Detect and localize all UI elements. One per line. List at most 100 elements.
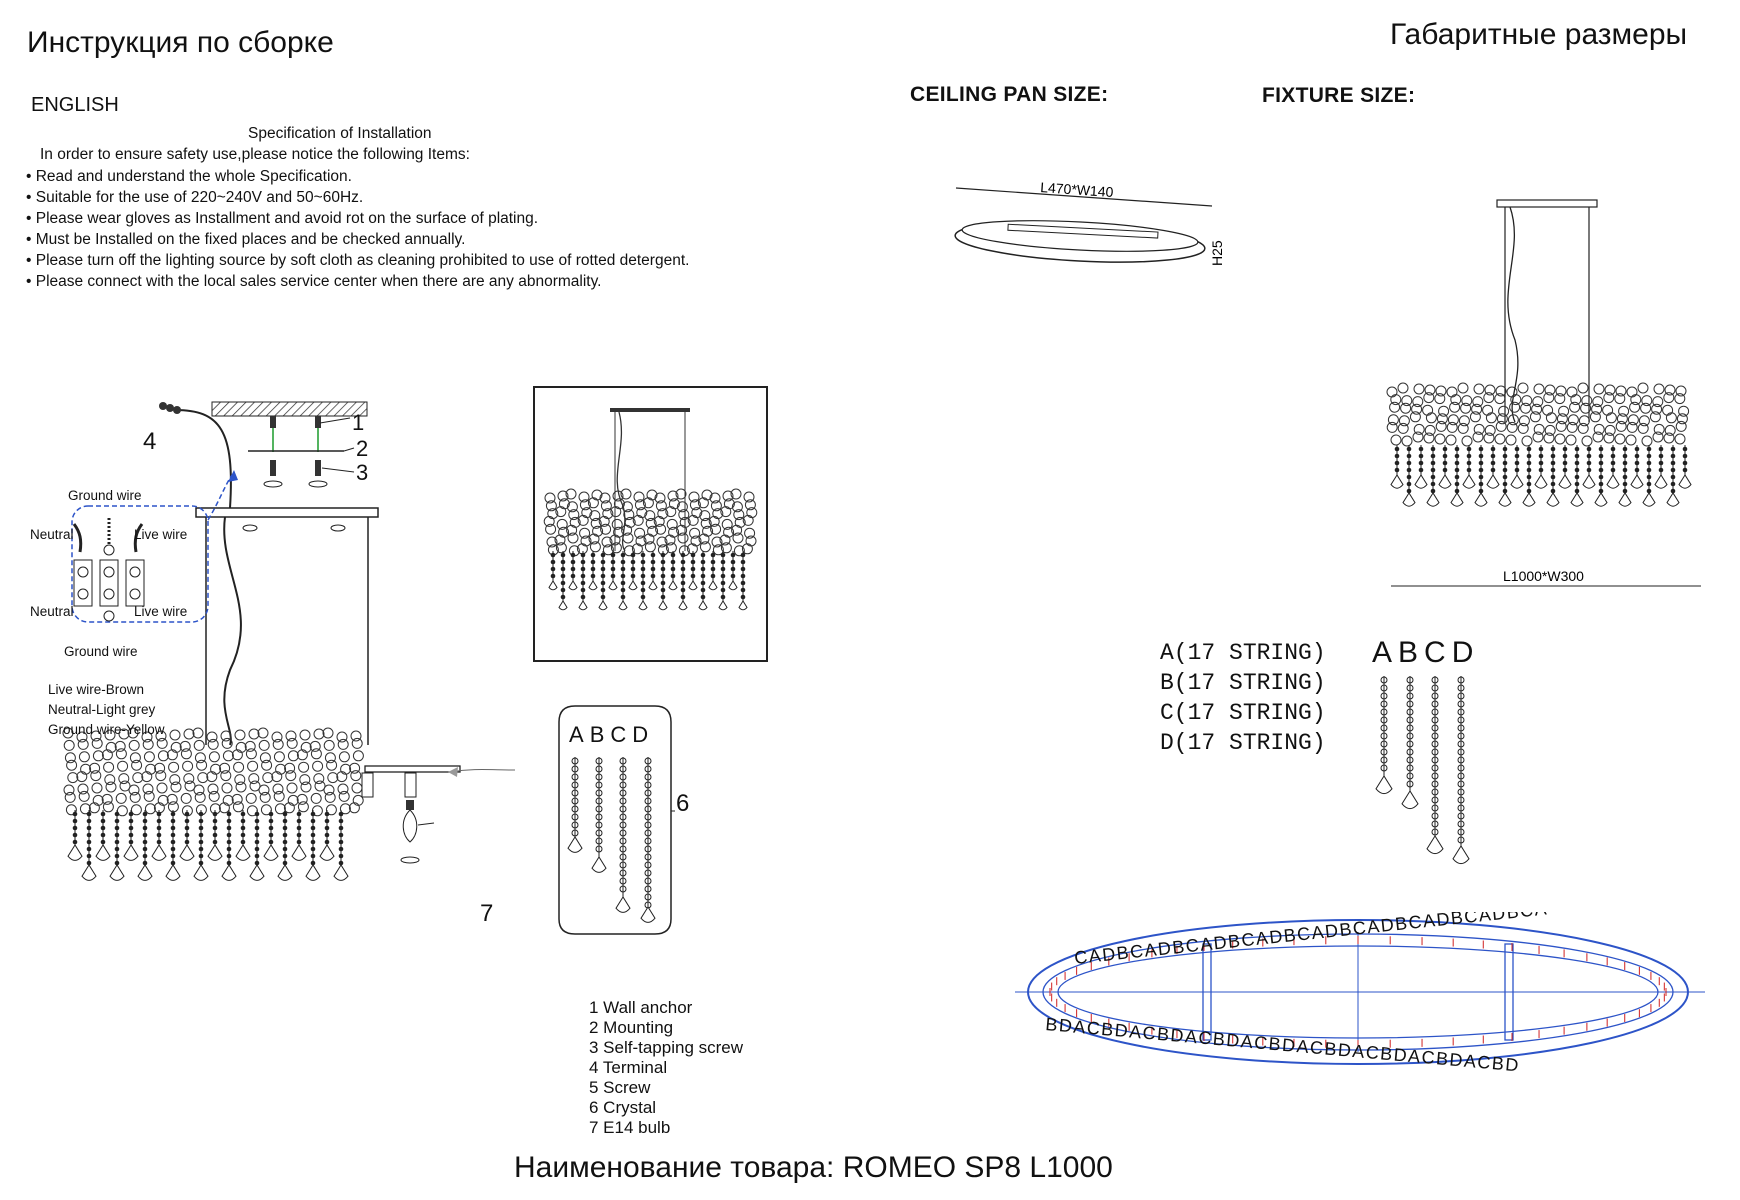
crystal-link (1389, 401, 1401, 413)
crystal-link (155, 730, 167, 742)
crystal-link (129, 791, 141, 803)
crystal-bead (571, 829, 579, 837)
crystal-bead (1622, 488, 1628, 494)
crystal-bead (680, 566, 686, 572)
crystal-drop (615, 896, 631, 913)
crystal-link (78, 751, 90, 763)
crystal-bead (1670, 488, 1676, 494)
crystal-bead (1442, 460, 1448, 466)
crystal-link (350, 770, 362, 782)
crystal-bead (1574, 460, 1580, 466)
wire-color-legend: Live wire-Brown Neutral-Light grey Groun… (48, 680, 165, 740)
crystal-bead (1457, 740, 1465, 748)
crystal-link (1446, 386, 1458, 398)
crystal-bead (740, 580, 746, 586)
crystal-drop (698, 600, 708, 611)
crystal-bead (1598, 481, 1604, 487)
crystal-link (1472, 396, 1484, 408)
installation-drawing (62, 401, 516, 881)
crystal-link (145, 763, 157, 775)
crystal-bead (1502, 460, 1508, 466)
parts-list: 1 Wall anchor 2 Mounting 3 Self-tapping … (589, 998, 743, 1138)
crystal-bead (268, 811, 274, 817)
crystal-link (1438, 405, 1450, 417)
crystal-link (105, 781, 117, 793)
crystal-bead (580, 587, 586, 593)
crystal-link (1401, 435, 1413, 447)
crystal-bead (644, 837, 652, 845)
crystal-bead (100, 825, 106, 831)
crystal-link (299, 729, 311, 741)
crystal-bead (170, 853, 176, 859)
crystal-bead (720, 559, 726, 565)
crystal-bead (550, 573, 556, 579)
crystal-link (1495, 385, 1507, 397)
string-letter-b: B (1398, 636, 1425, 669)
crystal-bead (1380, 676, 1388, 684)
crystal-drop (588, 580, 598, 591)
parts-item: 6 Crystal (589, 1098, 657, 1117)
crystal-bead (1431, 812, 1439, 820)
crystal-link (1409, 411, 1421, 423)
crystal-link (63, 784, 75, 796)
crystal-link (666, 518, 678, 530)
crystal-link (184, 780, 196, 792)
crystal-bead (170, 846, 176, 852)
crystal-link (300, 741, 312, 753)
spec-list: • Read and understand the whole Specific… (26, 166, 689, 292)
crystal-link (166, 749, 178, 761)
crystal-bead (1634, 460, 1640, 466)
crystal-bead (1574, 453, 1580, 459)
crystal-bead (1457, 812, 1465, 820)
crystal-link (699, 541, 711, 553)
crystal-drop (1522, 492, 1536, 507)
language-label: ENGLISH (31, 94, 119, 116)
crystal-bead (1478, 488, 1484, 494)
crystal-link (1604, 384, 1616, 396)
crystal-bead (282, 811, 288, 817)
crystal-link (1461, 435, 1473, 447)
crystal-link (1652, 396, 1664, 408)
crystal-bead (100, 811, 106, 817)
crystal-link (1533, 383, 1545, 395)
crystal-bead (1380, 764, 1388, 772)
crystal-link (1662, 404, 1674, 416)
crystal-bead (254, 818, 260, 824)
crystal-link (271, 771, 283, 783)
crystal-link (1507, 414, 1519, 426)
crystal-bead (1457, 692, 1465, 700)
crystal-link (323, 739, 335, 751)
crystal-bead (670, 552, 676, 558)
crystal-link (208, 751, 220, 763)
crystal-bead (710, 566, 716, 572)
crystal-bead (1418, 467, 1424, 473)
crystal-link (206, 731, 218, 743)
crystal-link (1542, 404, 1554, 416)
callout-6: 6 (676, 790, 690, 817)
crystal-link (88, 802, 100, 814)
crystal-bead (730, 573, 736, 579)
crystal-bead (650, 552, 656, 558)
crystal-link (1664, 384, 1676, 396)
crystal-link (1398, 415, 1410, 427)
crystal-bead (1454, 453, 1460, 459)
crystal-bead (1574, 488, 1580, 494)
crystal-bead (1406, 700, 1414, 708)
crystal-link (1554, 433, 1566, 445)
crystal-bead (660, 552, 666, 558)
crystal-link (634, 527, 646, 539)
crystal-bead (142, 853, 148, 859)
crystal-link (1592, 396, 1604, 408)
crystal-link (1544, 384, 1556, 396)
crystal-bead (184, 825, 190, 831)
crystal-bead (296, 825, 302, 831)
crystal-bead (1610, 446, 1616, 452)
crystal-bead (1380, 684, 1388, 692)
inset-letter-b: B (589, 722, 611, 747)
crystal-bead (1646, 460, 1652, 466)
crystal-bead (1430, 481, 1436, 487)
crystal-bead (1514, 467, 1520, 473)
crystal-bead (1622, 453, 1628, 459)
crystal-link (554, 534, 566, 546)
crystal-bead (170, 811, 176, 817)
